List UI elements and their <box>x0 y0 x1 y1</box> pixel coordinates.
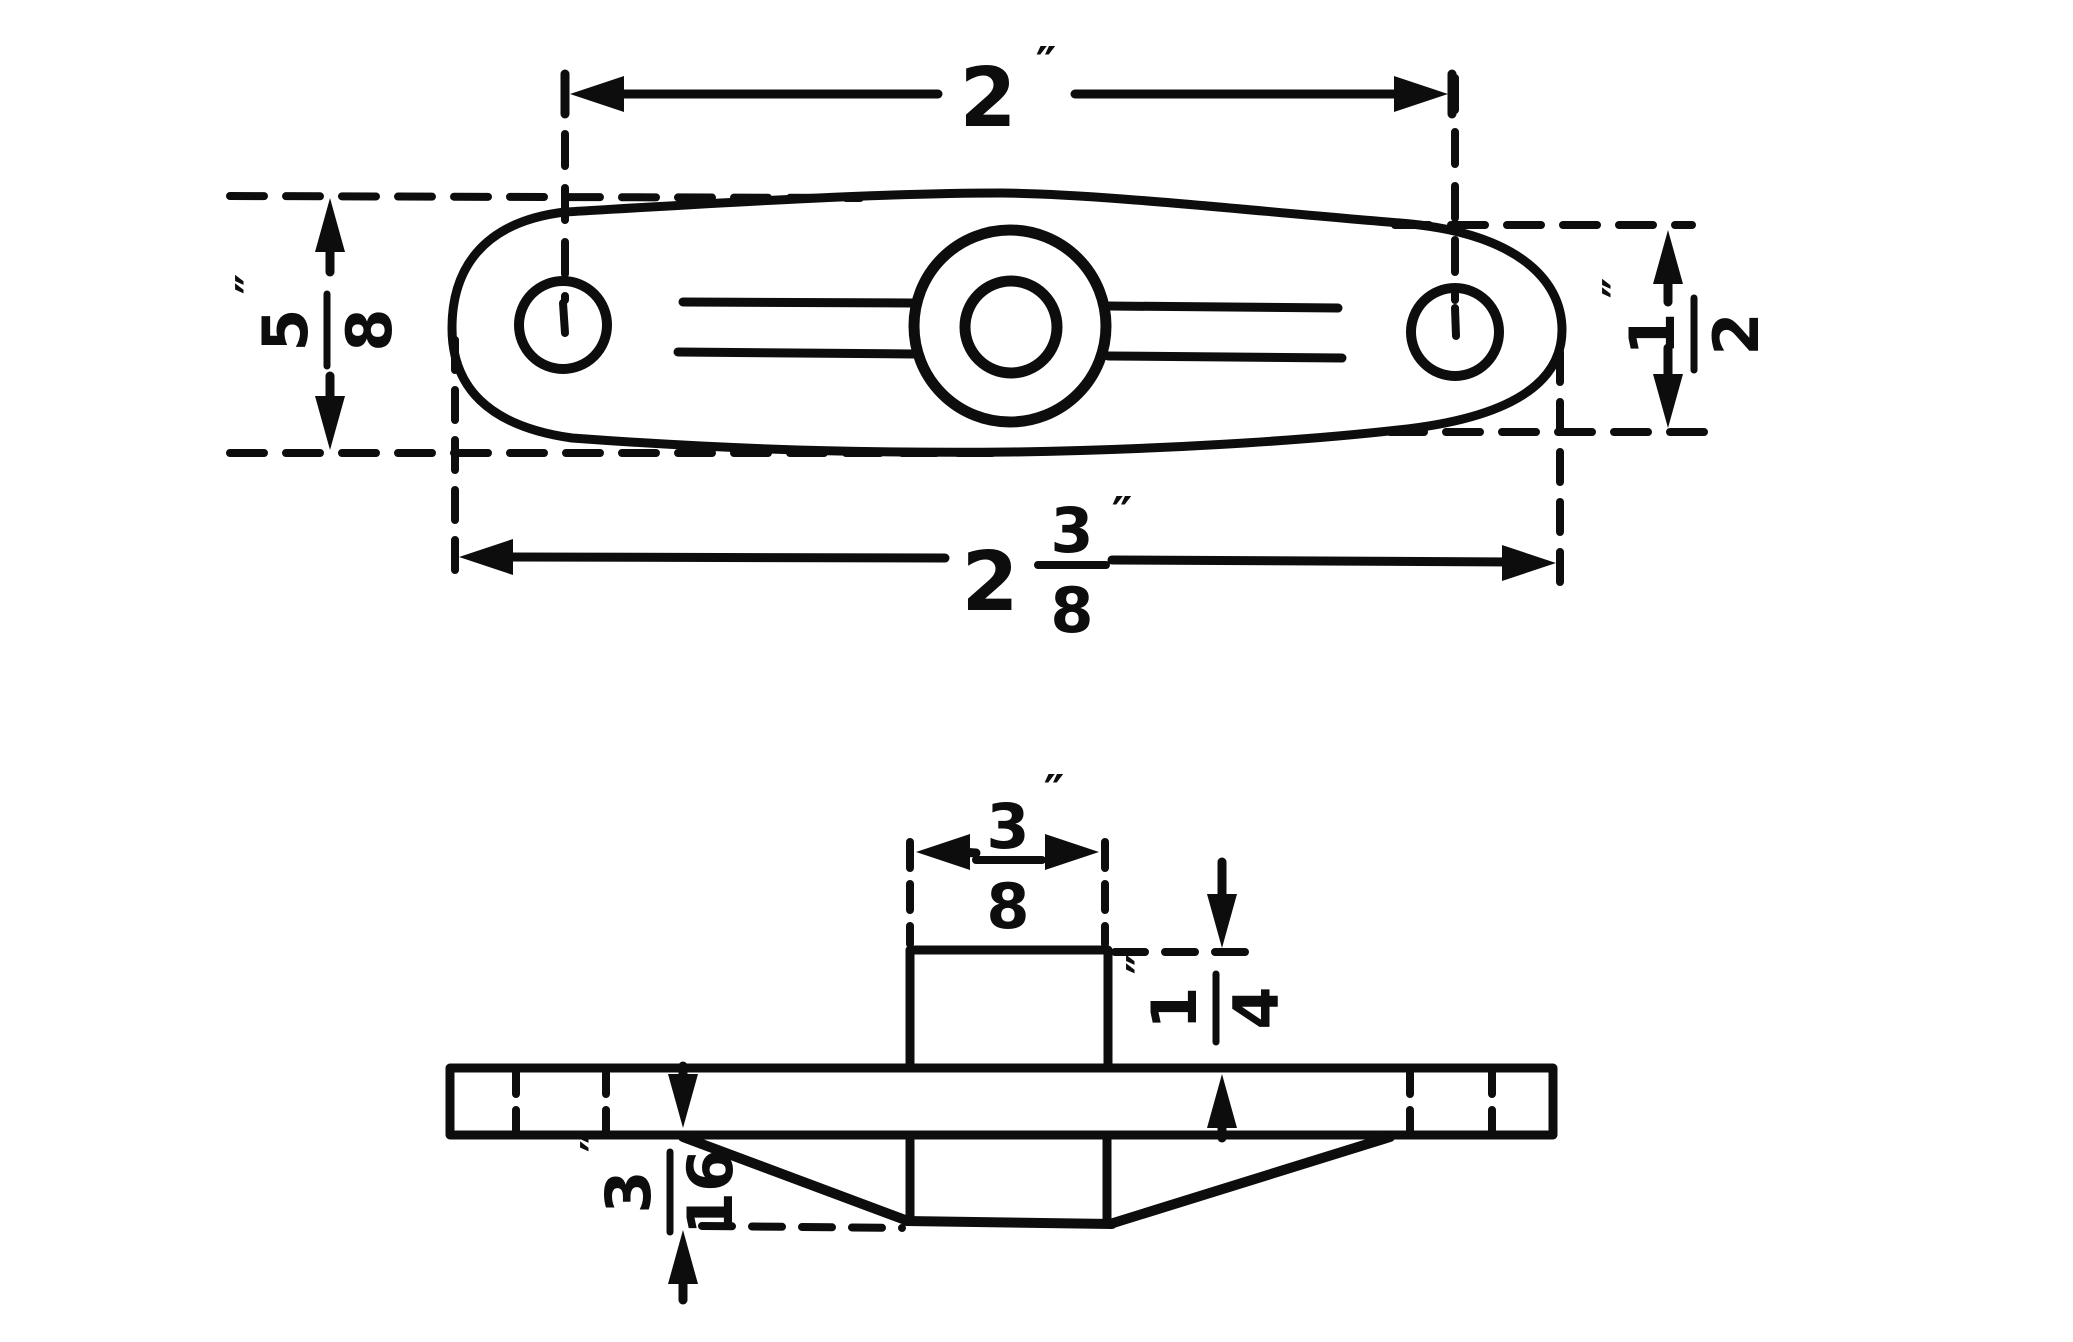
arrowhead-up <box>1207 1074 1237 1128</box>
hub-bore-circle <box>959 275 1063 379</box>
arrowhead-down <box>668 1074 698 1128</box>
dimension-boss-width: 3 8 ″ <box>906 765 1109 948</box>
upper-boss-outline <box>905 945 1113 1073</box>
dimension-line <box>498 552 950 563</box>
rib-line-left-lower <box>673 347 918 359</box>
arrowhead-left <box>570 76 624 112</box>
left-bolt-hole <box>514 276 612 374</box>
unit-mark: ″ <box>571 1132 625 1153</box>
arrowhead-right <box>1502 545 1556 581</box>
arrowhead-down <box>1207 894 1237 948</box>
fraction-denominator: 8 <box>986 870 1029 943</box>
taper-line-right <box>1105 1132 1395 1229</box>
side-view: 3 8 ″ 1 4 ″ 3 <box>445 765 1558 1305</box>
unit-mark: ″ <box>226 274 280 295</box>
fraction-denominator: 2 <box>1700 312 1773 355</box>
extension-line <box>698 1222 906 1232</box>
arrowhead-right <box>1045 834 1099 870</box>
dimension-plate-width-center: 5 8 ″ <box>226 198 406 450</box>
left-hole-center-tick <box>559 299 569 337</box>
fraction-denominator: 4 <box>1220 986 1293 1029</box>
unit-mark: ″ <box>1044 765 1065 819</box>
unit-mark: ″ <box>1112 487 1133 541</box>
fraction-denominator: 8 <box>1050 574 1093 647</box>
unit-mark: ″ <box>1117 954 1171 975</box>
dimension-line <box>955 847 981 858</box>
arrowhead-left <box>459 539 513 575</box>
arrowhead-up <box>1653 230 1683 284</box>
flange-outline <box>445 1063 1558 1140</box>
fraction-denominator: 8 <box>333 308 406 351</box>
dimension-hole-spacing: 2 ″ <box>560 37 1457 146</box>
taper-line-left <box>678 1132 913 1226</box>
plan-view: 2 ″ 5 8 ″ 1 2 ″ <box>226 37 1773 647</box>
dimension-overall-length: 2 3 8 ″ <box>451 336 1564 647</box>
right-hole-center-tick <box>1451 304 1460 340</box>
fraction-numerator: 1 <box>1138 986 1211 1029</box>
arrowhead-down <box>1653 374 1683 428</box>
dimension-label: 1 4 ″ <box>1117 954 1293 1046</box>
boss-bottom-edge <box>901 1216 1117 1229</box>
rib-line-right-lower <box>1103 351 1347 363</box>
dimension-whole-number: 2 <box>961 535 1018 630</box>
fraction-denominator: 16 <box>674 1149 747 1235</box>
rib-line-left-upper <box>678 297 917 308</box>
dimension-label: 5 8 ″ <box>226 274 406 370</box>
top-extent-extension-line <box>226 192 864 202</box>
hub-outer-circle <box>908 224 1112 428</box>
lower-boss-outline <box>678 1132 1395 1229</box>
arrowhead-up <box>668 1230 698 1284</box>
arrowhead-right <box>1394 76 1448 112</box>
arrowhead-down <box>315 396 345 450</box>
arrowhead-left <box>916 834 970 870</box>
dimension-boss-height: 1 4 ″ <box>1111 857 1293 1143</box>
fraction-numerator: 1 <box>1616 312 1689 355</box>
fraction-numerator: 3 <box>986 790 1029 863</box>
dimension-line <box>1107 555 1519 567</box>
unit-mark: ″ <box>1593 278 1647 299</box>
dimension-label: 3 16 ″ <box>571 1132 747 1236</box>
arrowhead-up <box>315 198 345 252</box>
rib-line-right-upper <box>1103 301 1343 313</box>
dimension-label: 1 2 ″ <box>1593 278 1773 374</box>
right-bolt-hole <box>1406 283 1504 381</box>
dimension-label: 2 <box>959 51 1016 146</box>
dimension-lower-boss-depth: 3 16 ″ <box>571 1061 906 1305</box>
fraction-numerator: 3 <box>592 1170 665 1213</box>
dimension-plate-width-end: 1 2 ″ <box>1593 230 1773 428</box>
unit-mark: ″ <box>1036 37 1057 91</box>
fraction-numerator: 5 <box>249 308 322 351</box>
fraction-numerator: 3 <box>1050 494 1093 567</box>
